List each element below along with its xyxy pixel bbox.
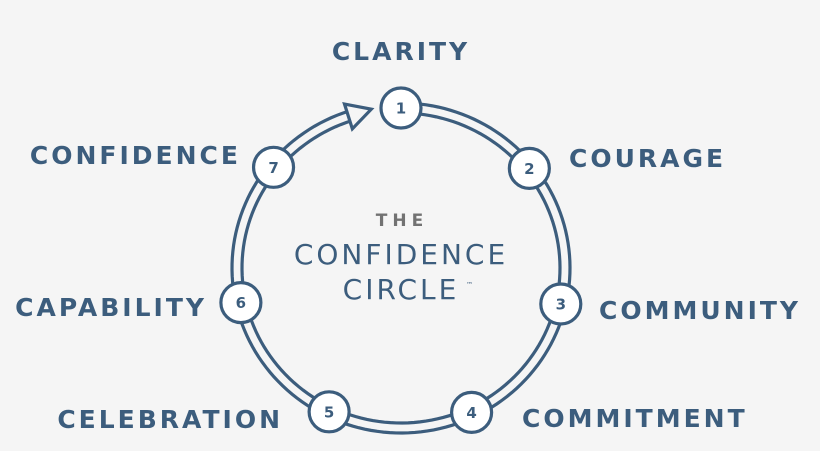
stage-label-community: COMMUNITY [599,296,801,325]
title-line-2: CIRCLE [343,273,460,306]
stage-node-celebration: 5 [307,390,351,434]
stage-node-circle [450,390,494,435]
stage-node-circle [539,282,583,326]
stage-node-number: 6 [236,294,246,312]
stage-node-confidence: 7 [251,145,296,189]
stage-label-confidence: CONFIDENCE [30,141,241,170]
stage-node-community: 3 [539,282,583,326]
title-prefix: THE [376,211,428,231]
trademark-symbol: ™ [466,281,473,289]
stage-label-celebration: CELEBRATION [57,405,283,434]
stage-labels: CLARITY COURAGE COMMUNITY COMMITMENT CEL… [15,37,801,434]
center-title: THE CONFIDENCE CIRCLE ™ [294,211,508,306]
stage-node-circle [307,390,351,434]
stage-label-clarity: CLARITY [332,37,470,66]
stage-nodes: 1 2 3 4 5 6 7 [219,86,583,435]
stage-label-commitment: COMMITMENT [522,404,748,433]
stage-node-circle [251,145,296,189]
stage-node-capability: 6 [219,281,263,325]
stage-node-courage: 2 [507,146,551,190]
stage-node-commitment: 4 [450,390,494,435]
stage-node-clarity: 1 [379,86,423,130]
cycle-arrow-head [342,101,375,132]
stage-node-number: 1 [396,100,406,118]
stage-node-circle [219,281,263,325]
stage-node-circle [507,146,551,190]
stage-node-number: 4 [466,404,476,422]
stage-label-courage: COURAGE [569,144,726,173]
stage-label-capability: CAPABILITY [15,293,207,322]
stage-node-circle [379,86,423,130]
stage-node-number: 7 [268,159,278,177]
title-line-1: CONFIDENCE [294,238,508,271]
stage-node-number: 2 [524,160,534,178]
stage-node-number: 5 [324,403,334,421]
stage-node-number: 3 [556,295,566,313]
